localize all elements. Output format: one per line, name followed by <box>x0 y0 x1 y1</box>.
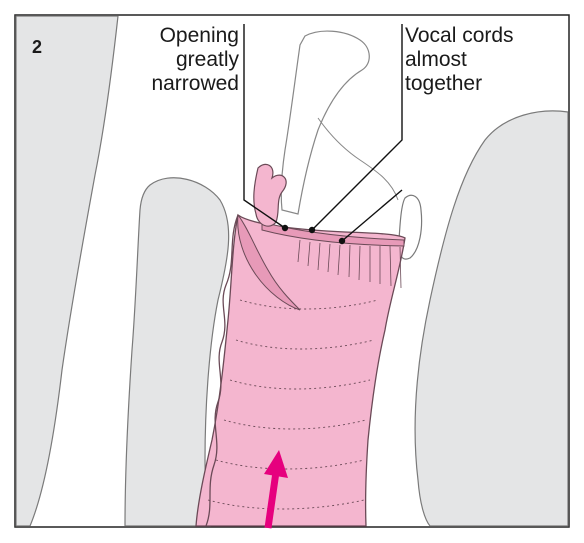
label-line: Opening <box>151 24 239 48</box>
label-line: Vocal cords <box>405 24 514 48</box>
label-opening-greatly-narrowed: Opening greatly narrowed <box>151 24 239 96</box>
step-number: 2 <box>32 37 42 58</box>
label-line: almost <box>405 48 514 72</box>
label-line: greatly <box>151 48 239 72</box>
label-vocal-cords-almost-together: Vocal cords almost together <box>405 24 514 96</box>
label-line: narrowed <box>151 72 239 96</box>
label-line: together <box>405 72 514 96</box>
